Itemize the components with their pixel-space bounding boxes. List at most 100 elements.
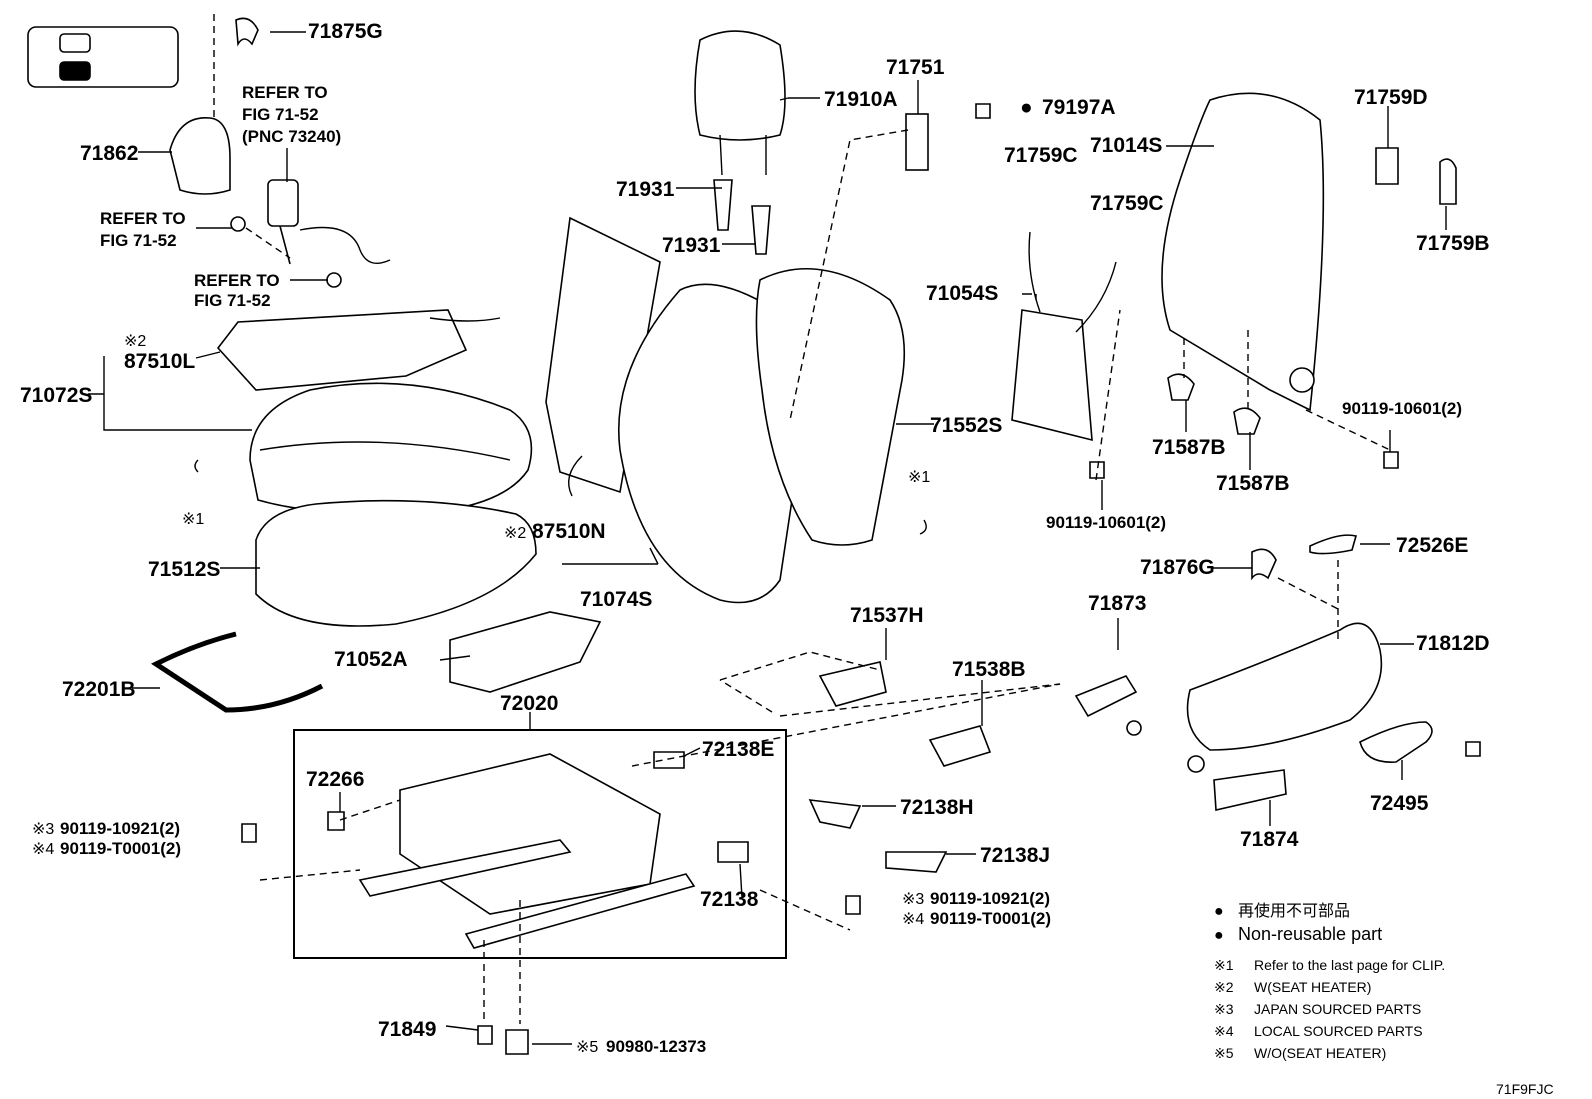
label-71759c-a: 71759C <box>1004 144 1078 167</box>
legend-note-3: JAPAN SOURCED PARTS <box>1254 1001 1421 1017</box>
guide-71931-b-drawing <box>751 205 771 255</box>
bolt-90119-10601-a-drawing <box>1089 461 1105 479</box>
legend-note-5: W/O(SEAT HEATER) <box>1254 1045 1386 1061</box>
label-71874: 71874 <box>1240 828 1299 851</box>
cushion-pad-71512s-drawing <box>255 499 537 627</box>
label-90119-t0001-left: 90119-T0001(2) <box>60 839 181 858</box>
legend-mark-3: ※3 <box>1214 1001 1234 1017</box>
refer-belt-line1: REFER TO <box>242 83 328 102</box>
refer-a-line1: REFER TO <box>100 209 186 228</box>
label-71552s: 71552S <box>930 414 1002 437</box>
label-71910a: 71910A <box>824 88 898 111</box>
label-71849: 71849 <box>378 1018 436 1041</box>
knob-72526e-drawing <box>1309 534 1357 555</box>
lumbar-71054s-drawing <box>1011 309 1093 442</box>
mark-3-left: ※3 <box>32 821 54 838</box>
seat-track-72020-drawing <box>399 753 661 915</box>
label-72201b: 72201B <box>62 678 136 701</box>
headrest-71910a-drawing <box>694 30 786 141</box>
black-swatch <box>59 61 91 81</box>
label-71537h: 71537H <box>850 604 924 627</box>
label-71751: 71751 <box>886 56 945 79</box>
heater-mat-87510l-drawing <box>216 309 468 391</box>
label-71812d: 71812D <box>1416 632 1490 655</box>
mark-1-clip-right: ※1 <box>908 469 930 486</box>
label-71876g: 71876G <box>1140 556 1215 579</box>
label-72138: 72138 <box>700 888 759 911</box>
mark-4-right: ※4 <box>902 911 924 928</box>
color-legend-box <box>27 26 179 88</box>
handle-72495-drawing <box>1359 721 1433 763</box>
label-71014s: 71014S <box>1090 134 1162 157</box>
part-72138j-drawing <box>885 851 948 873</box>
cap-90980-drawing <box>505 1029 529 1055</box>
label-71931-a: 71931 <box>616 178 675 201</box>
mark-1-clip-left: ※1 <box>182 511 204 528</box>
label-71587b-a: 71587B <box>1152 436 1226 459</box>
label-71538b: 71538B <box>952 658 1026 681</box>
clip-71587b-a-drawing <box>1167 373 1195 401</box>
label-90119-10921-right: 90119-10921(2) <box>930 889 1050 908</box>
label-90119-10601-a: 90119-10601(2) <box>1046 513 1166 532</box>
label-90119-10921-left: 90119-10921(2) <box>60 819 180 838</box>
bracket-71538b-drawing <box>928 725 992 767</box>
refer-b-line1: REFER TO <box>194 271 280 290</box>
bolt-79197a-drawing <box>975 103 991 119</box>
back-pad-71552s-drawing <box>755 267 906 546</box>
part-71759d-drawing <box>1375 147 1399 185</box>
clip-71875g-drawing <box>235 17 259 47</box>
part-71759b-drawing <box>1439 158 1457 205</box>
refer-belt-line2: FIG 71-52 <box>242 105 319 124</box>
bracket-71751-drawing <box>905 113 929 171</box>
label-72266: 72266 <box>306 768 364 791</box>
notes-legend: ● 再使用不可部品 ● Non-reusable part ※1 Refer t… <box>1214 902 1445 1061</box>
figure-code: 71F9FJC <box>1496 1081 1554 1097</box>
clip-71876g-drawing <box>1251 548 1277 581</box>
cover-71862-drawing <box>169 117 231 195</box>
label-90119-10601-b: 90119-10601(2) <box>1342 399 1462 418</box>
spring-71052a-drawing <box>449 611 602 693</box>
label-72138h: 72138H <box>900 796 974 819</box>
seat-track-frame-box <box>293 729 787 959</box>
mark-2-87510n: ※2 <box>504 525 526 542</box>
mark-3-right: ※3 <box>902 891 924 908</box>
legend-nonreuse-jp: 再使用不可部品 <box>1238 902 1350 920</box>
label-72138j: 72138J <box>980 844 1050 867</box>
legend-mark-2: ※2 <box>1214 979 1234 995</box>
label-71072s: 71072S <box>20 384 92 407</box>
label-79197a: 79197A <box>1042 96 1116 119</box>
wire-72201b-drawing <box>150 631 324 713</box>
label-71587b-b: 71587B <box>1216 472 1290 495</box>
shield-71812d-drawing <box>1186 622 1383 751</box>
label-71862: 71862 <box>80 142 138 165</box>
bracket-71874-drawing <box>1213 769 1287 811</box>
bracket-71537h-drawing <box>818 661 887 707</box>
refer-b-line2: FIG 71-52 <box>194 291 271 310</box>
bracket-71873-drawing <box>1074 675 1138 718</box>
label-71512s: 71512S <box>148 558 220 581</box>
dot-79197a: ● <box>1020 96 1033 119</box>
label-71054s: 71054S <box>926 282 998 305</box>
bolt-71849-drawing <box>477 1025 493 1045</box>
legend-mark-1: ※1 <box>1214 957 1234 973</box>
legend-note-4: LOCAL SOURCED PARTS <box>1254 1023 1423 1039</box>
white-swatch <box>59 33 91 53</box>
legend-nonreuse-en: Non-reusable part <box>1238 924 1382 944</box>
bolt-90119-10601-b-drawing <box>1383 451 1399 469</box>
legend-dot-2: ● <box>1214 927 1224 944</box>
label-90119-t0001-right: 90119-T0001(2) <box>930 909 1051 928</box>
label-71759c-b: 71759C <box>1090 192 1164 215</box>
bolt-right-drawing <box>845 895 861 915</box>
label-72138e: 72138E <box>702 738 774 761</box>
label-87510l: 87510L <box>124 350 195 373</box>
label-72020: 72020 <box>500 692 558 715</box>
label-71873: 71873 <box>1088 592 1146 615</box>
mark-4-left: ※4 <box>32 841 54 858</box>
guide-71931-a-drawing <box>713 179 733 231</box>
mark-2-87510l: ※2 <box>124 333 146 350</box>
clip-71587b-b-drawing <box>1233 407 1261 435</box>
legend-note-2: W(SEAT HEATER) <box>1254 979 1371 995</box>
seat-belt-drawing <box>230 179 391 288</box>
label-71052a: 71052A <box>334 648 408 671</box>
label-72526e: 72526E <box>1396 534 1468 557</box>
